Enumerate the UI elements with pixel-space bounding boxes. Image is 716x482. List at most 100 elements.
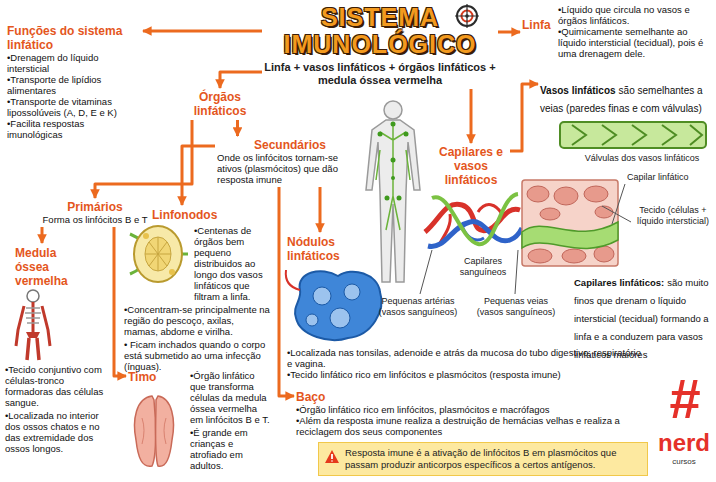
warning-icon [324,449,340,464]
thymus-box: Timo•Órgão linfático que transforma célu… [126,368,272,473]
figure-label: Válvulas dos vasos linfáticos [572,153,712,164]
human-figure-part [391,158,396,163]
tissue-figure-part [594,246,614,262]
connector-arrow [220,72,262,88]
lymph-node-figure-part [169,269,175,275]
valve-vessel-figure-part [560,122,706,148]
node-heading: Capilares e vasos linfáticos [434,145,508,187]
lymph-node-figure-part [134,226,182,282]
target-icon [455,4,479,28]
leader-lines-part [602,206,631,222]
logo-hash: # [662,370,708,428]
node-text: Linfa + vasos linfáticos + órgãos linfát… [264,61,496,87]
human-figure-part [385,196,390,201]
lymph-nodule-figure [286,270,382,340]
node-text: •Facilita respostas imunológicas [7,118,141,140]
lymph-node-figure [130,226,188,282]
node-text: •Drenagem do líquido intersticial [7,52,141,74]
node-heading: Nódulos linfáticos [287,235,357,263]
lymph-nodule-figure-part [286,270,300,290]
connector-arrow [182,146,215,205]
lymph-nodule-figure-part [306,314,318,326]
node-text: •Transporte de vitaminas lipossolúveis (… [7,96,141,118]
skeleton-figure-part [27,338,39,360]
skeleton-figure-part [25,308,41,323]
node-text: • Ficam inchados quando o corpo está sub… [124,339,270,372]
primary-box: PrimáriosForma os linfócitos B e T [30,198,160,227]
note-box: Resposta imune é a ativação de linfócito… [318,442,648,476]
target-icon-part [455,4,479,28]
node-heading: Linfonodos [124,208,270,222]
node-heading: Vasos linfáticos [540,85,616,96]
human-figure-part [397,196,402,201]
warning-mark [331,454,333,462]
capillary-network-part [432,194,518,244]
secondary-box: SecundáriosOnde os linfócitos tornam-se … [215,136,365,187]
tissue-figure [522,180,618,266]
node-text: •Tecido linfático rico em linfócitos e p… [287,369,645,380]
connector-arrow [143,30,262,33]
figure-label: Tecido (células + líquido intersticial) [634,205,712,227]
tissue-figure-part [584,186,608,202]
connector-arrow [498,31,520,34]
tissue-figure-part [540,208,560,220]
skeleton-figure-part [16,306,50,346]
node-text: •Quimicamente semelhante ao líquido inte… [558,26,712,59]
lymph-box: Linfa•Líquido que circula no vasos e órg… [520,2,714,61]
node-text: •Concentram-se principalmente na região … [124,304,270,337]
human-figure-part [384,101,402,119]
skeleton-figure [16,290,50,360]
functions-box: Funções do sistema linfático•Drenagem do… [5,22,143,142]
warning-triangle [325,450,339,463]
lymph-nodule-figure-part [330,308,350,328]
skeleton-figure-part [26,332,40,338]
node-text: •Líquido que circula no vasos e órgãos l… [558,4,712,26]
logo-word: nerd [655,430,713,456]
figure-label: Pequenas artérias (vasos sanguíneos) [372,296,464,318]
thymus-figure-part [135,396,156,466]
lymph-node-figure-part [145,237,171,271]
human-figure-part [404,132,409,137]
human-figure [366,101,420,282]
node-text: •Centenas de órgãos bem pequeno distribu… [194,225,270,302]
lymph-nodes-box: Linfonodos •Centenas de órgãos bem pequen… [122,205,272,374]
capillary-network [425,194,522,246]
human-figure-part [378,132,383,137]
node-text: •Localizada no interior dos ossos chatos… [5,410,107,454]
node-text: •Órgão linfático que transforma células … [190,370,270,425]
skeleton-figure-part [27,290,39,302]
connector-arrow [236,120,239,136]
tissue-figure-part [522,222,618,248]
human-figure-part [391,176,395,180]
node-heading: Secundários [217,138,363,152]
human-figure-part [376,122,410,230]
tissue-figure-part [528,249,552,263]
connector-arrow [41,227,44,243]
lymph-nodule-figure-part [313,287,331,305]
connector-arrow [470,89,473,143]
node-heading: SISTEMA IMUNOLÓGICO [264,4,496,58]
tissue-figure-part [527,186,549,202]
tissue-figure-part [562,249,586,263]
node-heading: Linfa [522,4,558,59]
title-block: SISTEMA IMUNOLÓGICO Linfa + vasos linfáti… [262,2,498,89]
thymus-figure [135,396,174,466]
node-text: •Órgão linfático rico em linfócitos, pla… [296,404,642,415]
node-text: Onde os linfócitos tornam-se ativos (pla… [217,152,363,185]
valve-vessel-figure-part [572,125,702,145]
capillaries-box: Capilares linfáticos:são muito finos que… [572,270,714,364]
figure-label: Capilar linfático [627,172,712,183]
valve-vessel-figure [560,122,706,148]
node-text: são muito finos que drenam o líquido int… [574,277,709,360]
figure-label: Pequenas veias (vasos sanguíneos) [470,296,562,318]
lymph-nodule-figure-part [295,271,381,340]
node-heading: Capilares linfáticos: [574,277,664,288]
tissue-figure-part [554,187,578,205]
spleen-box: Baço•Órgão linfático rico em linfócitos,… [294,388,644,439]
tissue-figure-part [522,180,618,266]
node-heading: Funções do sistema linfático [7,24,141,52]
node-heading: Resposta imune é a ativação de linfócito… [345,447,641,471]
lymph-node-figure-part [143,233,149,239]
organs-box: Órgãos linfáticos [180,88,260,120]
